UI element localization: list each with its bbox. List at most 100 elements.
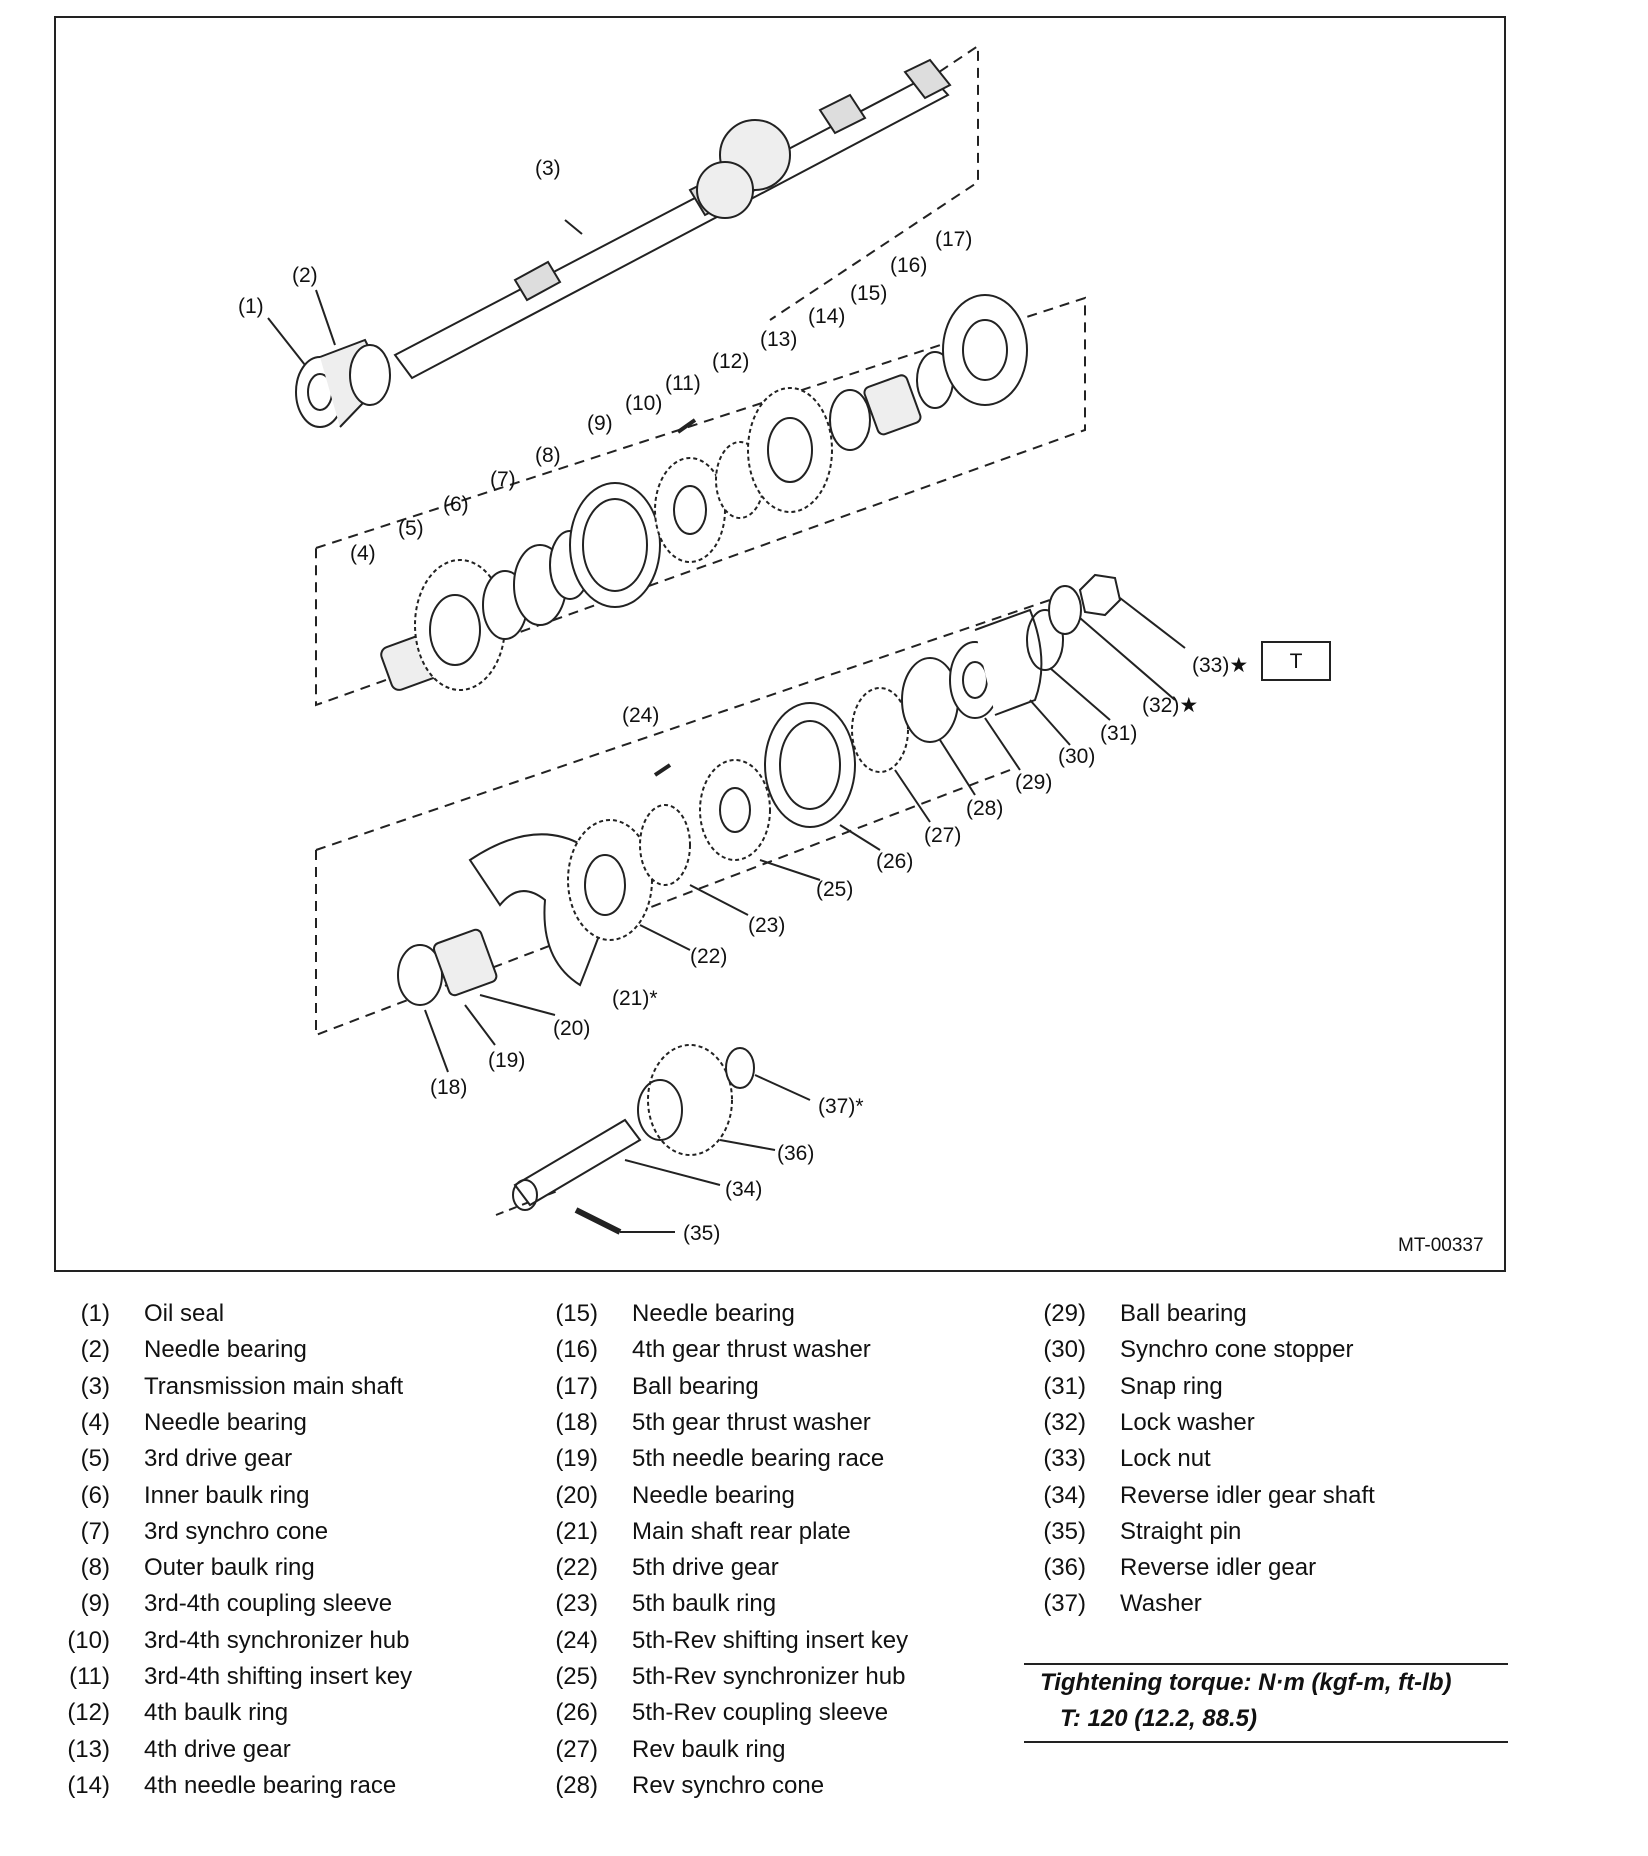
legend-number: (31) <box>1043 1372 1086 1400</box>
leader-36 <box>719 1139 776 1151</box>
legend-label: 3rd-4th synchronizer hub <box>144 1626 410 1654</box>
straight-pin <box>574 1207 622 1235</box>
callout-14: (14) <box>808 305 845 328</box>
insert-key-24 <box>653 763 672 777</box>
leader-20 <box>479 994 556 1016</box>
legend-label: Transmission main shaft <box>144 1372 404 1400</box>
leader-34 <box>624 1159 721 1186</box>
leader-1 <box>267 317 306 366</box>
callout-30: (30) <box>1058 745 1095 768</box>
leader-22 <box>639 924 691 951</box>
legend-number: (11) <box>69 1663 110 1690</box>
legend-label: 5th needle bearing race <box>632 1445 885 1473</box>
legend-number: (34) <box>1043 1481 1086 1509</box>
legend-number: (23) <box>555 1590 598 1618</box>
legend-number: (9) <box>80 1590 110 1618</box>
rev-baulk-ring <box>851 687 909 773</box>
legend-label: Needle bearing <box>632 1481 795 1509</box>
callout-27: (27) <box>924 824 961 847</box>
legend-label: 4th baulk ring <box>144 1699 289 1727</box>
needle-bearing-race-14 <box>829 389 871 451</box>
washer-37 <box>725 1047 755 1089</box>
legend-number: (3) <box>80 1372 110 1400</box>
lock-nut <box>1078 573 1122 617</box>
leader-23 <box>689 884 749 916</box>
legend-label: 3rd synchro cone <box>144 1517 329 1545</box>
snap-ring <box>1026 609 1064 671</box>
coupling-sleeve-26 <box>764 702 856 828</box>
leader-27 <box>894 769 931 823</box>
legend-label: Synchro cone stopper <box>1120 1336 1354 1364</box>
reverse-idler-gear <box>637 1044 733 1156</box>
legend-number: (2) <box>80 1336 110 1364</box>
insert-key-11 <box>676 418 697 434</box>
callout-24: (24) <box>622 704 659 727</box>
leader-2 <box>315 289 336 346</box>
legend-label: 5th-Rev synchronizer hub <box>632 1663 906 1690</box>
callout-6: (6) <box>443 493 469 516</box>
leader-30 <box>1029 699 1071 746</box>
legend-label: 5th baulk ring <box>632 1590 777 1618</box>
leader-31 <box>1049 667 1111 721</box>
tightening-torque-box: Tightening torque: N·m (kgf-m, ft-lb) T:… <box>1024 1663 1508 1743</box>
figure-id-code: MT-00337 <box>1398 1235 1484 1256</box>
leader-37 <box>754 1074 811 1101</box>
group-outline-3rd-4th <box>315 296 1086 707</box>
callout-13: (13) <box>760 328 797 351</box>
callout-18: (18) <box>430 1076 467 1099</box>
group-outline-5th <box>315 599 1051 1037</box>
callout-34: (34) <box>725 1178 762 1201</box>
callout-28: (28) <box>966 797 1003 820</box>
rev-synchro-cone <box>901 657 959 743</box>
legend-number: (10) <box>67 1626 110 1654</box>
callout-17: (17) <box>935 228 972 251</box>
coupling-sleeve-9 <box>569 482 661 608</box>
legend-number: (19) <box>555 1445 598 1473</box>
legend-number: (7) <box>80 1517 110 1545</box>
callout-22: (22) <box>690 945 727 968</box>
callout-9: (9) <box>587 412 613 435</box>
legend-number: (22) <box>555 1554 598 1582</box>
legend-number: (12) <box>67 1699 110 1727</box>
thrust-washer-18 <box>397 944 443 1006</box>
leader-28 <box>939 739 976 796</box>
callout-3: (3) <box>535 157 561 180</box>
legend-number: (13) <box>67 1735 110 1763</box>
reverse-idler-gear-shaft <box>512 1118 642 1211</box>
callout-12: (12) <box>712 350 749 373</box>
needle-bearing-15 <box>863 374 922 436</box>
needle-bearing-race-19 <box>432 928 498 997</box>
fifth-baulk-ring <box>639 804 691 886</box>
leader-33 <box>1119 597 1186 649</box>
legend-label: Needle bearing <box>144 1408 307 1436</box>
lock-washer <box>1048 585 1082 635</box>
torque-box-letter: T <box>1290 650 1303 673</box>
legend-number: (29) <box>1043 1300 1086 1327</box>
legend-number: (37) <box>1043 1590 1086 1618</box>
legend-number: (6) <box>80 1481 110 1509</box>
callout-5: (5) <box>398 517 424 540</box>
legend-number: (26) <box>555 1699 598 1727</box>
legend-number: (5) <box>80 1445 110 1473</box>
legend-label: 4th gear thrust washer <box>632 1336 871 1364</box>
legend-label: Snap ring <box>1120 1372 1223 1400</box>
legend-number: (35) <box>1043 1517 1086 1545</box>
legend-number: (30) <box>1043 1336 1086 1364</box>
callout-36: (36) <box>777 1142 814 1165</box>
callout-16: (16) <box>890 254 927 277</box>
legend-label: Needle bearing <box>632 1300 795 1327</box>
callout-21: (21)* <box>612 987 658 1010</box>
callout-25: (25) <box>816 878 853 901</box>
fourth-drive-gear <box>747 387 833 513</box>
torque-value: T: 120 (12.2, 88.5) <box>1060 1705 1257 1732</box>
synchronizer-hub-25 <box>699 759 771 861</box>
legend-number: (33) <box>1043 1445 1086 1473</box>
legend-label: Reverse idler gear <box>1120 1554 1317 1582</box>
callout-33: (33)★ <box>1192 654 1248 677</box>
legend-number: (25) <box>555 1663 598 1690</box>
legend-label: Needle bearing <box>144 1336 307 1364</box>
legend-label: 3rd-4th coupling sleeve <box>144 1590 393 1618</box>
legend-label: 5th gear thrust washer <box>632 1408 871 1436</box>
legend-label: 5th-Rev coupling sleeve <box>632 1699 889 1727</box>
legend-number: (15) <box>555 1300 598 1327</box>
